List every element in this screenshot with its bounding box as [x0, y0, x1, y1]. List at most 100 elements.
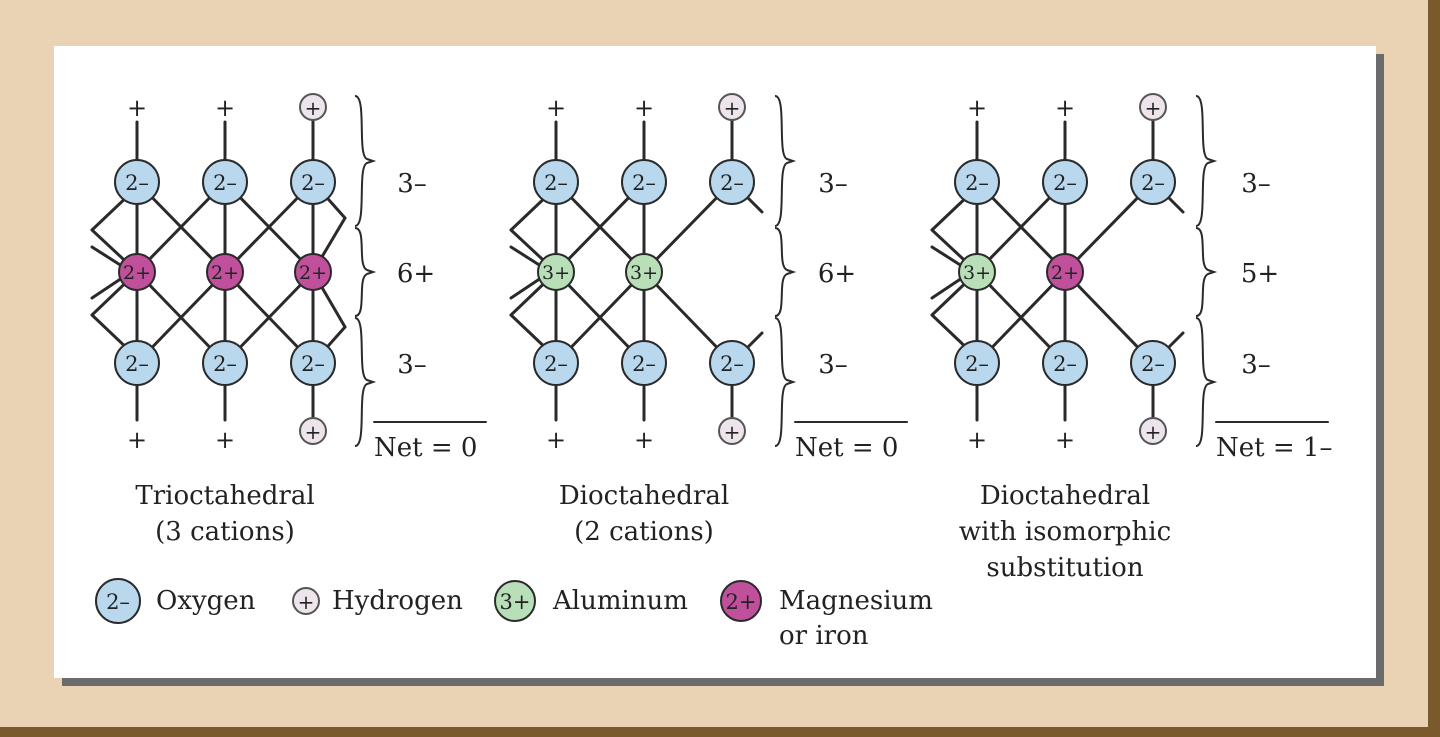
cation-atom-magnesium: 2+ — [118, 253, 156, 291]
hydrogen-atom-bottom: + — [299, 417, 327, 445]
hydrogen-atom-bottom-circle — [718, 417, 746, 445]
oxygen-atom-bottom-label: 2– — [125, 352, 149, 376]
cation-atom-magnesium-label: 2+ — [1051, 262, 1079, 284]
oxygen-atom-bottom: 2– — [954, 340, 1000, 386]
oxygen-atom-top-label: 2– — [544, 171, 568, 195]
oxygen-atom-bottom: 2– — [533, 340, 579, 386]
oxygen-atom-bottom-circle — [709, 340, 755, 386]
structure-caption: Dioctahedral — [980, 481, 1150, 511]
proton-top-label: + — [215, 94, 235, 122]
cation-atom-aluminum: 3+ — [625, 253, 663, 291]
oxygen-atom-top-label: 2– — [125, 171, 149, 195]
oxygen-atom-top-circle — [1130, 159, 1176, 205]
legend-label: Aluminum — [552, 586, 688, 616]
legend-hydrogen-icon-label: + — [298, 590, 315, 614]
cation-atom-aluminum: 3+ — [537, 253, 575, 291]
middle-charge-label: 5+ — [1241, 259, 1279, 289]
hydrogen-atom-top: + — [1139, 93, 1167, 121]
oxygen-atom-top-circle — [290, 159, 336, 205]
hydrogen-atom-bottom-label: + — [724, 420, 741, 444]
proton-bottom-label: + — [967, 426, 987, 454]
hydrogen-atom-top-circle — [718, 93, 746, 121]
hydrogen-atom-top: + — [718, 93, 746, 121]
brace-top — [774, 95, 797, 227]
structure-2: ++++++2–2–2–2–2–2–3+3+3–6+3–Net = 0Dioct… — [509, 93, 908, 547]
oxygen-atom-bottom: 2– — [1042, 340, 1088, 386]
structure-caption: Dioctahedral — [559, 481, 729, 511]
oxygen-atom-top: 2– — [709, 159, 755, 205]
oxygen-atom-bottom: 2– — [1130, 340, 1176, 386]
cation-atom-aluminum-label: 3+ — [630, 262, 658, 284]
legend-oxygen-icon-label: 2– — [106, 590, 130, 614]
brace-middle — [1195, 227, 1218, 317]
legend-label: or iron — [779, 621, 869, 651]
oxygen-atom-top-circle — [202, 159, 248, 205]
legend-magnesium-icon: 2+ — [720, 580, 762, 622]
oxygen-atom-bottom-circle — [290, 340, 336, 386]
oxygen-atom-top-label: 2– — [301, 171, 325, 195]
net-charge-label: Net = 0 — [374, 433, 477, 463]
hydrogen-atom-top-label: + — [724, 96, 741, 120]
proton-top-label: + — [127, 94, 147, 122]
hydrogen-atom-bottom: + — [718, 417, 746, 445]
oxygen-atom-top-circle — [621, 159, 667, 205]
oxygen-atom-bottom: 2– — [290, 340, 336, 386]
structure-caption: substitution — [986, 553, 1143, 583]
net-charge-label: Net = 0 — [795, 433, 898, 463]
cation-atom-aluminum: 3+ — [958, 253, 996, 291]
legend-item-oxygen: 2–Oxygen — [95, 578, 256, 624]
oxygen-atom-top: 2– — [114, 159, 160, 205]
oxygen-atom-bottom-label: 2– — [1141, 352, 1165, 376]
structure-caption: Trioctahedral — [135, 481, 314, 511]
oxygen-atom-bottom-label: 2– — [213, 352, 237, 376]
structure-caption: (3 cations) — [155, 517, 295, 547]
cation-atom-magnesium-circle — [1046, 253, 1084, 291]
oxygen-atom-top-circle — [1042, 159, 1088, 205]
oxygen-atom-top-circle — [533, 159, 579, 205]
bottom-charge-label: 3– — [1241, 350, 1271, 380]
hydrogen-atom-top-circle — [1139, 93, 1167, 121]
cation-atom-magnesium-label: 2+ — [299, 262, 327, 284]
middle-charge-label: 6+ — [818, 259, 856, 289]
cation-atom-magnesium: 2+ — [206, 253, 244, 291]
oxygen-atom-bottom-circle — [954, 340, 1000, 386]
oxygen-atom-bottom-circle — [114, 340, 160, 386]
proton-top-label: + — [546, 94, 566, 122]
hydrogen-atom-top: + — [299, 93, 327, 121]
legend-hydrogen-icon-circle — [292, 587, 320, 615]
structure-caption: (2 cations) — [574, 517, 714, 547]
cation-atom-aluminum-circle — [537, 253, 575, 291]
oxygen-atom-top-label: 2– — [1053, 171, 1077, 195]
oxygen-atom-bottom: 2– — [202, 340, 248, 386]
oxygen-atom-bottom: 2– — [709, 340, 755, 386]
proton-top-label: + — [967, 94, 987, 122]
legend-magnesium-icon-circle — [720, 580, 762, 622]
oxygen-atom-bottom-label: 2– — [544, 352, 568, 376]
oxygen-atom-top-label: 2– — [1141, 171, 1165, 195]
oxygen-atom-top: 2– — [290, 159, 336, 205]
bottom-charge-label: 3– — [818, 350, 848, 380]
proton-top-label: + — [1055, 94, 1075, 122]
oxygen-atom-bottom-circle — [1042, 340, 1088, 386]
hydrogen-atom-bottom-circle — [299, 417, 327, 445]
legend-label: Hydrogen — [332, 586, 463, 616]
oxygen-atom-top: 2– — [533, 159, 579, 205]
oxygen-atom-top-label: 2– — [632, 171, 656, 195]
oxygen-atom-top-circle — [709, 159, 755, 205]
structure-3: ++++++2–2–2–2–2–2–3+2+3–5+3–Net = 1–Dioc… — [930, 93, 1332, 583]
top-charge-label: 3– — [818, 169, 848, 199]
brace-top — [354, 95, 377, 227]
legend-item-hydrogen: + Hydrogen — [292, 586, 463, 616]
oxygen-atom-bottom: 2– — [114, 340, 160, 386]
oxygen-atom-top-circle — [954, 159, 1000, 205]
oxygen-atom-top-label: 2– — [213, 171, 237, 195]
oxygen-atom-top: 2– — [1042, 159, 1088, 205]
oxygen-atom-bottom-circle — [621, 340, 667, 386]
hydrogen-atom-bottom-circle — [1139, 417, 1167, 445]
structure-1: ++++++2–2–2–2–2–2–2+2+2+3–6+3–Net = 0Tri… — [90, 93, 487, 547]
cation-atom-aluminum-label: 3+ — [963, 262, 991, 284]
proton-top-label: + — [634, 94, 654, 122]
hydrogen-atom-top-label: + — [1145, 96, 1162, 120]
oxygen-atom-bottom-circle — [1130, 340, 1176, 386]
